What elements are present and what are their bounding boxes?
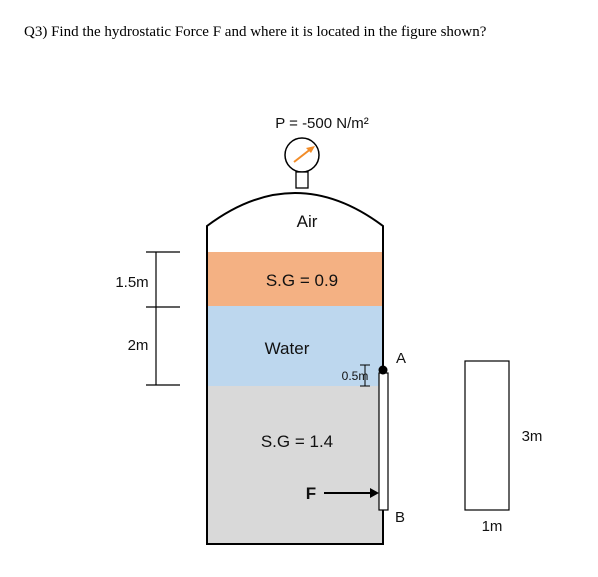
gate-plate	[378, 372, 389, 511]
gate-point-a: A	[396, 350, 406, 367]
offset-dimension	[360, 364, 370, 387]
tank-outline	[206, 192, 384, 545]
gauge-stem	[295, 171, 309, 189]
force-label: F	[306, 484, 316, 503]
water-depth-label: 2m	[128, 337, 149, 354]
question-text: Q3) Find the hydrostatic Force F and whe…	[24, 24, 487, 40]
pressure-label: P = -500 N/m²	[275, 115, 369, 132]
force-arrowhead-icon	[370, 488, 379, 498]
gate-point-b: B	[395, 509, 405, 526]
oil-layer	[207, 252, 383, 306]
left-dimension	[146, 251, 180, 386]
offset-label: 0.5m	[342, 369, 369, 383]
hinge-icon	[378, 365, 388, 375]
air-label: Air	[297, 212, 318, 231]
pressure-gauge-icon	[284, 137, 320, 173]
heavy-fluid-layer	[207, 386, 383, 544]
gate-front-view	[464, 360, 510, 511]
water-label: Water	[265, 339, 310, 358]
gate-width-label: 1m	[482, 518, 503, 535]
gate-height-label: 3m	[522, 428, 543, 445]
water-layer	[207, 306, 383, 386]
oil-depth-label: 1.5m	[115, 274, 148, 291]
heavy-fluid-label: S.G = 1.4	[261, 432, 333, 451]
oil-label: S.G = 0.9	[266, 271, 338, 290]
